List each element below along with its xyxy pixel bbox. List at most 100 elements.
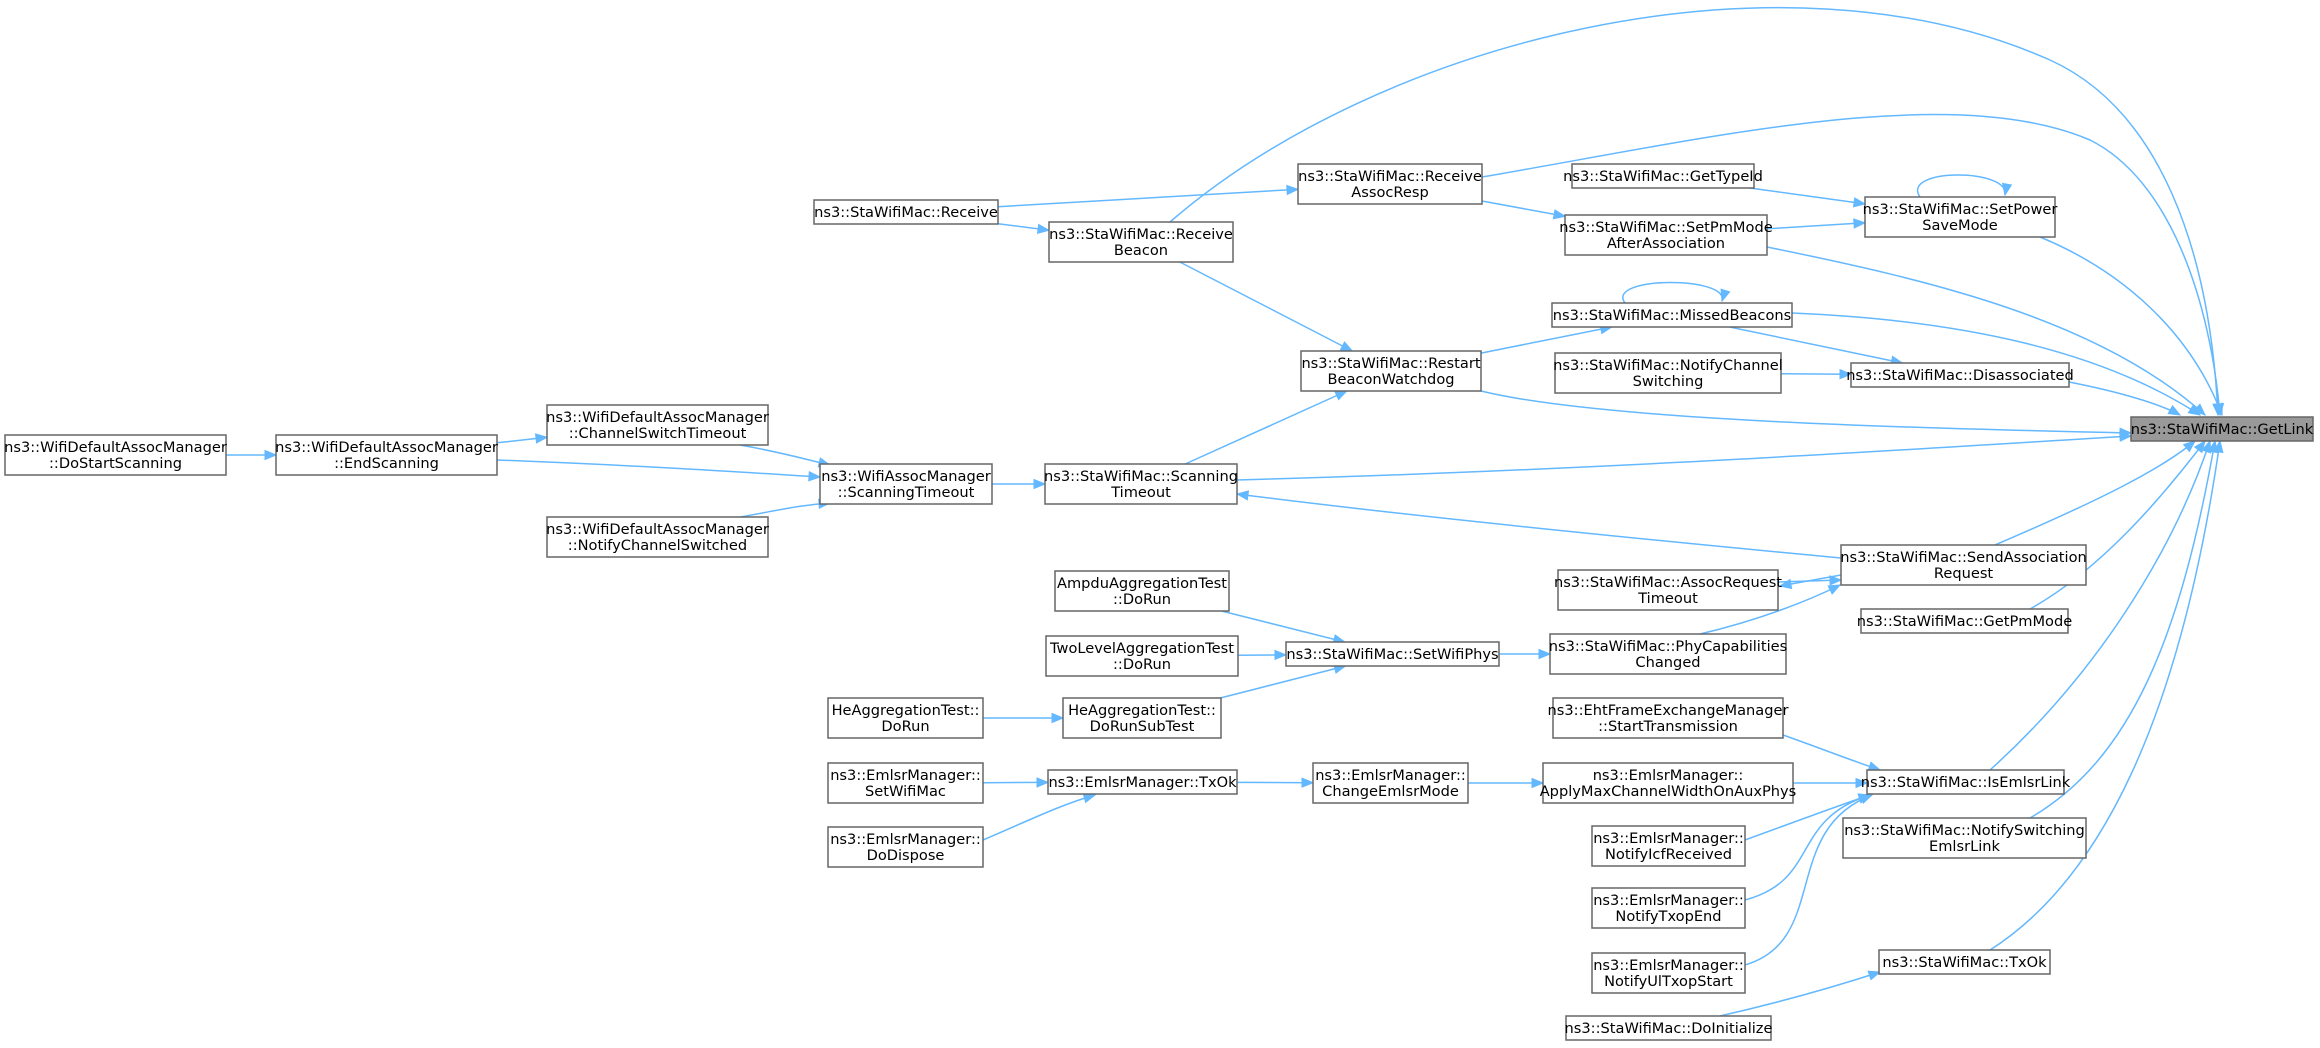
node-label-line: ns3::WifiAssocManager [821,468,990,485]
edge-wda-dostart-to-wda-endscan [226,449,278,461]
node-receive[interactable]: ns3::StaWifiMac::Receive [813,199,999,225]
arrowhead-icon [1051,712,1065,724]
node-box [1048,221,1234,263]
node-em-txok[interactable]: ns3::EmlsrManager::TxOk [1047,769,1238,795]
node-he-subtest[interactable]: HeAggregationTest::DoRunSubTest [1062,697,1222,739]
node-box [1045,635,1239,677]
node-label-line: ::ScanningTimeout [838,484,975,501]
edge-line [1744,794,1873,966]
edge-receive-to-receive-assocresp [997,184,1300,208]
edge-ampdu-to-setwifiphys [1221,610,1347,645]
node-getlink[interactable]: ns3::StaWifiMac::GetLink [2130,416,2314,442]
node-box [1044,463,1238,505]
arrowhead-icon [1852,197,1867,208]
node-box [546,404,769,446]
arrowhead-icon [1720,288,1731,303]
node-wda-dostart[interactable]: ns3::WifiDefaultAssocManager::DoStartSca… [4,434,227,476]
node-em-change[interactable]: ns3::EmlsrManager::ChangeEmlsrMode [1312,762,1469,804]
node-label-line: ns3::EmlsrManager:: [1593,830,1744,847]
edge-line [1766,222,1866,230]
node-box [1542,762,1794,804]
node-box [1557,569,1779,611]
node-wda-notifych[interactable]: ns3::WifiDefaultAssocManager::NotifyChan… [546,516,769,558]
arrowhead-icon [1855,777,1869,789]
node-label-line: Beacon [1114,242,1168,259]
edge-wda-endscan-to-wam-timeout [496,459,822,482]
edge-setpm-after-to-setpowersave [1766,218,1867,230]
arrowhead-icon [2213,439,2224,454]
node-em-txopend[interactable]: ns3::EmlsrManager::NotifyTxopEnd [1591,887,1746,929]
node-label-line: ::DoRun [1113,591,1171,608]
edge-setpowersave-to-getlink [2039,236,2223,417]
edge-disassociated-to-getlink [2068,381,2182,416]
node-wam-timeout[interactable]: ns3::WifiAssocManager::ScanningTimeout [819,463,993,505]
node-label-line: ns3::StaWifiMac::Receive [1049,226,1233,243]
node-eht-start[interactable]: ns3::EhtFrameExchangeManager::StartTrans… [1548,697,1789,739]
node-scan-timeout[interactable]: ns3::StaWifiMac::ScanningTimeout [1044,463,1238,505]
node-box [1591,887,1746,929]
edge-he-subtest-to-setwifiphys [1220,663,1347,699]
node-label-line: ns3::StaWifiMac::PhyCapabilities [1549,638,1787,655]
edge-missedbeacons-to-missedbeacons [1622,281,1731,304]
node-getpmmode[interactable]: ns3::StaWifiMac::GetPmMode [1857,608,2072,634]
node-box [1878,949,2051,975]
arrowhead-icon [1301,777,1315,788]
edge-receive-beacon-to-restart-watchdog [1179,261,1354,352]
node-wda-endscan[interactable]: ns3::WifiDefaultAssocManager::EndScannin… [275,434,498,476]
node-box [1062,697,1222,739]
node-label-line: ns3::StaWifiMac::NotifyChannel [1553,357,1783,374]
edge-wda-endscan-to-wda-chswitch [496,433,549,444]
node-ampdu[interactable]: AmpduAggregationTest::DoRun [1054,570,1230,612]
arrowhead-icon [1853,218,1867,229]
node-setwifiphys[interactable]: ns3::StaWifiMac::SetWifiPhys [1285,641,1500,667]
node-twolevel[interactable]: TwoLevelAggregationTest::DoRun [1045,635,1239,677]
node-label-line: ::EndScanning [334,455,439,472]
arrowhead-icon [1552,209,1567,220]
node-label-line: ns3::StaWifiMac::SetPower [1863,201,2058,218]
node-em-ultxop[interactable]: ns3::EmlsrManager::NotifyUlTxopStart [1591,952,1746,994]
node-disassociated[interactable]: ns3::StaWifiMac::Disassociated [1846,362,2074,388]
arrowhead-icon [1827,584,1842,595]
node-sta-txok[interactable]: ns3::StaWifiMac::TxOk [1878,949,2051,975]
node-missedbeacons[interactable]: ns3::StaWifiMac::MissedBeacons [1551,302,1793,328]
arrowhead-icon [808,471,822,482]
node-label-line: Switching [1633,373,1704,390]
node-label-line: ns3::WifiDefaultAssocManager [4,439,227,456]
node-isemlsr[interactable]: ns3::StaWifiMac::IsEmlsrLink [1861,769,2071,795]
node-doinit[interactable]: ns3::StaWifiMac::DoInitialize [1565,1015,1773,1041]
node-setpm-after[interactable]: ns3::StaWifiMac::SetPmModeAfterAssociati… [1559,214,1773,256]
edge-eht-start-to-isemlsr [1782,734,1882,772]
node-label-line: ns3::StaWifiMac::GetLink [2131,421,2314,438]
arrowhead-icon [1036,223,1051,235]
node-em-setwifimac[interactable]: ns3::EmlsrManager::SetWifiMac [827,762,984,804]
edge-line [997,188,1299,208]
edge-line [1719,971,1881,1017]
edge-phycap-to-sendassoc [1699,584,1842,635]
arrowhead-icon [1033,478,1047,490]
node-wda-chswitch[interactable]: ns3::WifiDefaultAssocManager::ChannelSwi… [546,404,769,446]
arrowhead-icon [2187,404,2202,416]
arrowhead-icon [1036,777,1050,788]
node-em-icf[interactable]: ns3::EmlsrManager::NotifyIcfReceived [1591,825,1746,867]
edge-setpowersave-to-setpowersave [1916,174,2013,198]
node-label-line: ns3::StaWifiMac::Scanning [1044,468,1238,485]
graph-edges [226,6,2225,1017]
node-label-line: ns3::StaWifiMac::MissedBeacons [1553,307,1791,324]
node-gettypeid[interactable]: ns3::StaWifiMac::GetTypeId [1563,163,1763,189]
node-label-line: ::ChannelSwitchTimeout [569,425,747,442]
node-he-dorun[interactable]: HeAggregationTest::DoRun [827,697,984,739]
node-em-apply[interactable]: ns3::EmlsrManager::ApplyMaxChannelWidthO… [1540,762,1797,804]
node-notifysw-emlsr[interactable]: ns3::StaWifiMac::NotifySwitchingEmlsrLin… [1842,817,2087,859]
node-em-dispose[interactable]: ns3::EmlsrManager::DoDispose [827,826,984,868]
edge-line [1780,373,1852,376]
edge-wam-timeout-to-scan-timeout [992,478,1047,490]
node-box [1591,952,1746,994]
